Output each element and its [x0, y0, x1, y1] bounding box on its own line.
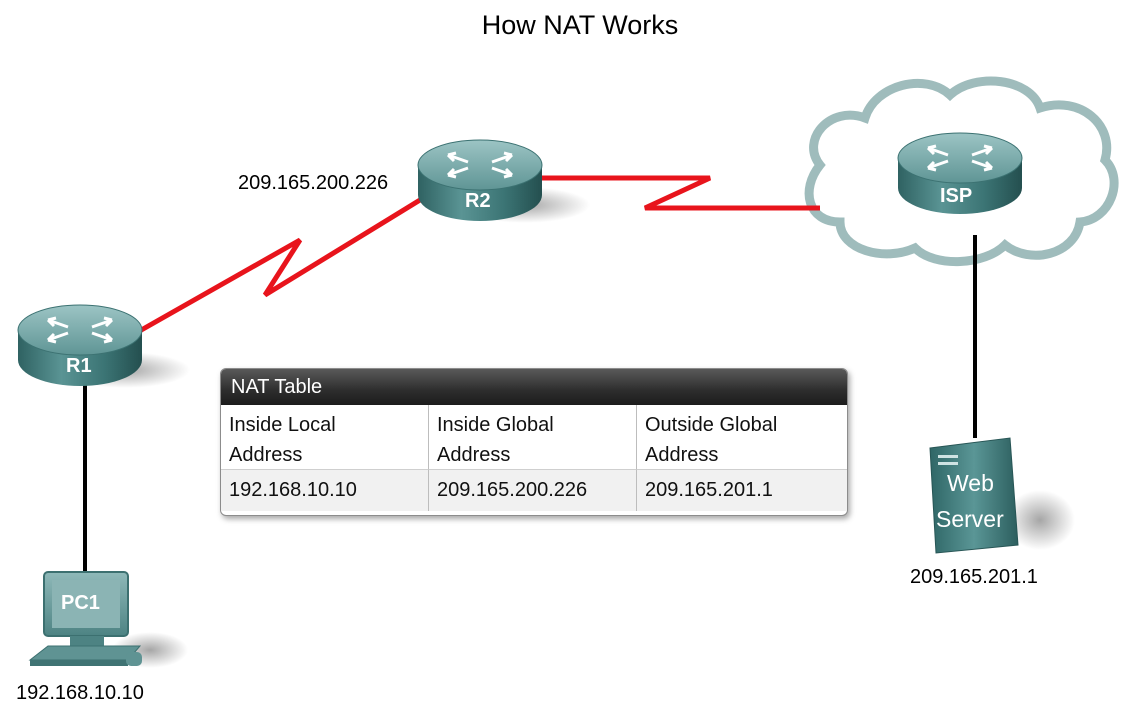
nat-header-inside-local-line2: Address: [229, 444, 303, 466]
nat-header-outside-global-line2: Address: [645, 444, 719, 466]
nat-header-outside-global: Outside Global Address: [637, 405, 847, 470]
web-server-icon[interactable]: [929, 437, 1075, 554]
web-server-label-line1: Web: [947, 470, 994, 496]
pc1-address: 192.168.10.10: [16, 682, 144, 704]
router-r2-icon[interactable]: [417, 139, 590, 223]
router-r2-label: R2: [465, 190, 491, 212]
nat-cell-outside-global: 209.165.201.1: [637, 470, 847, 511]
nat-header-inside-global-line2: Address: [437, 444, 511, 466]
pc1-label: PC1: [61, 592, 100, 614]
router-r2-address: 209.165.200.226: [238, 172, 389, 194]
nat-cell-inside-global: 209.165.200.226: [429, 470, 637, 511]
router-isp-label: ISP: [940, 185, 973, 207]
router-r1-icon[interactable]: [17, 304, 190, 388]
router-isp-icon[interactable]: [897, 132, 1023, 214]
nat-header-inside-local-line1: Inside Local: [229, 414, 336, 436]
nat-header-inside-local: Inside Local Address: [221, 405, 429, 470]
nat-table-title: NAT Table: [221, 369, 847, 405]
router-r1-label: R1: [66, 355, 92, 377]
serial-link-r1-r2: [134, 197, 422, 336]
web-server-label-line2: Server: [936, 506, 1004, 532]
serial-link-r2-isp: [540, 175, 820, 211]
nat-header-inside-global: Inside Global Address: [429, 405, 637, 470]
web-server-address: 209.165.201.1: [910, 566, 1038, 588]
diagram-title: How NAT Works: [481, 10, 679, 40]
nat-header-inside-global-line1: Inside Global: [437, 414, 554, 436]
pc1-icon[interactable]: [28, 571, 188, 668]
nat-cell-inside-local: 192.168.10.10: [221, 470, 429, 511]
nat-table: NAT Table Inside Local Address Inside Gl…: [220, 368, 848, 516]
nat-table-grid: Inside Local Address Inside Global Addre…: [221, 405, 847, 511]
nat-header-outside-global-line1: Outside Global: [645, 414, 778, 436]
